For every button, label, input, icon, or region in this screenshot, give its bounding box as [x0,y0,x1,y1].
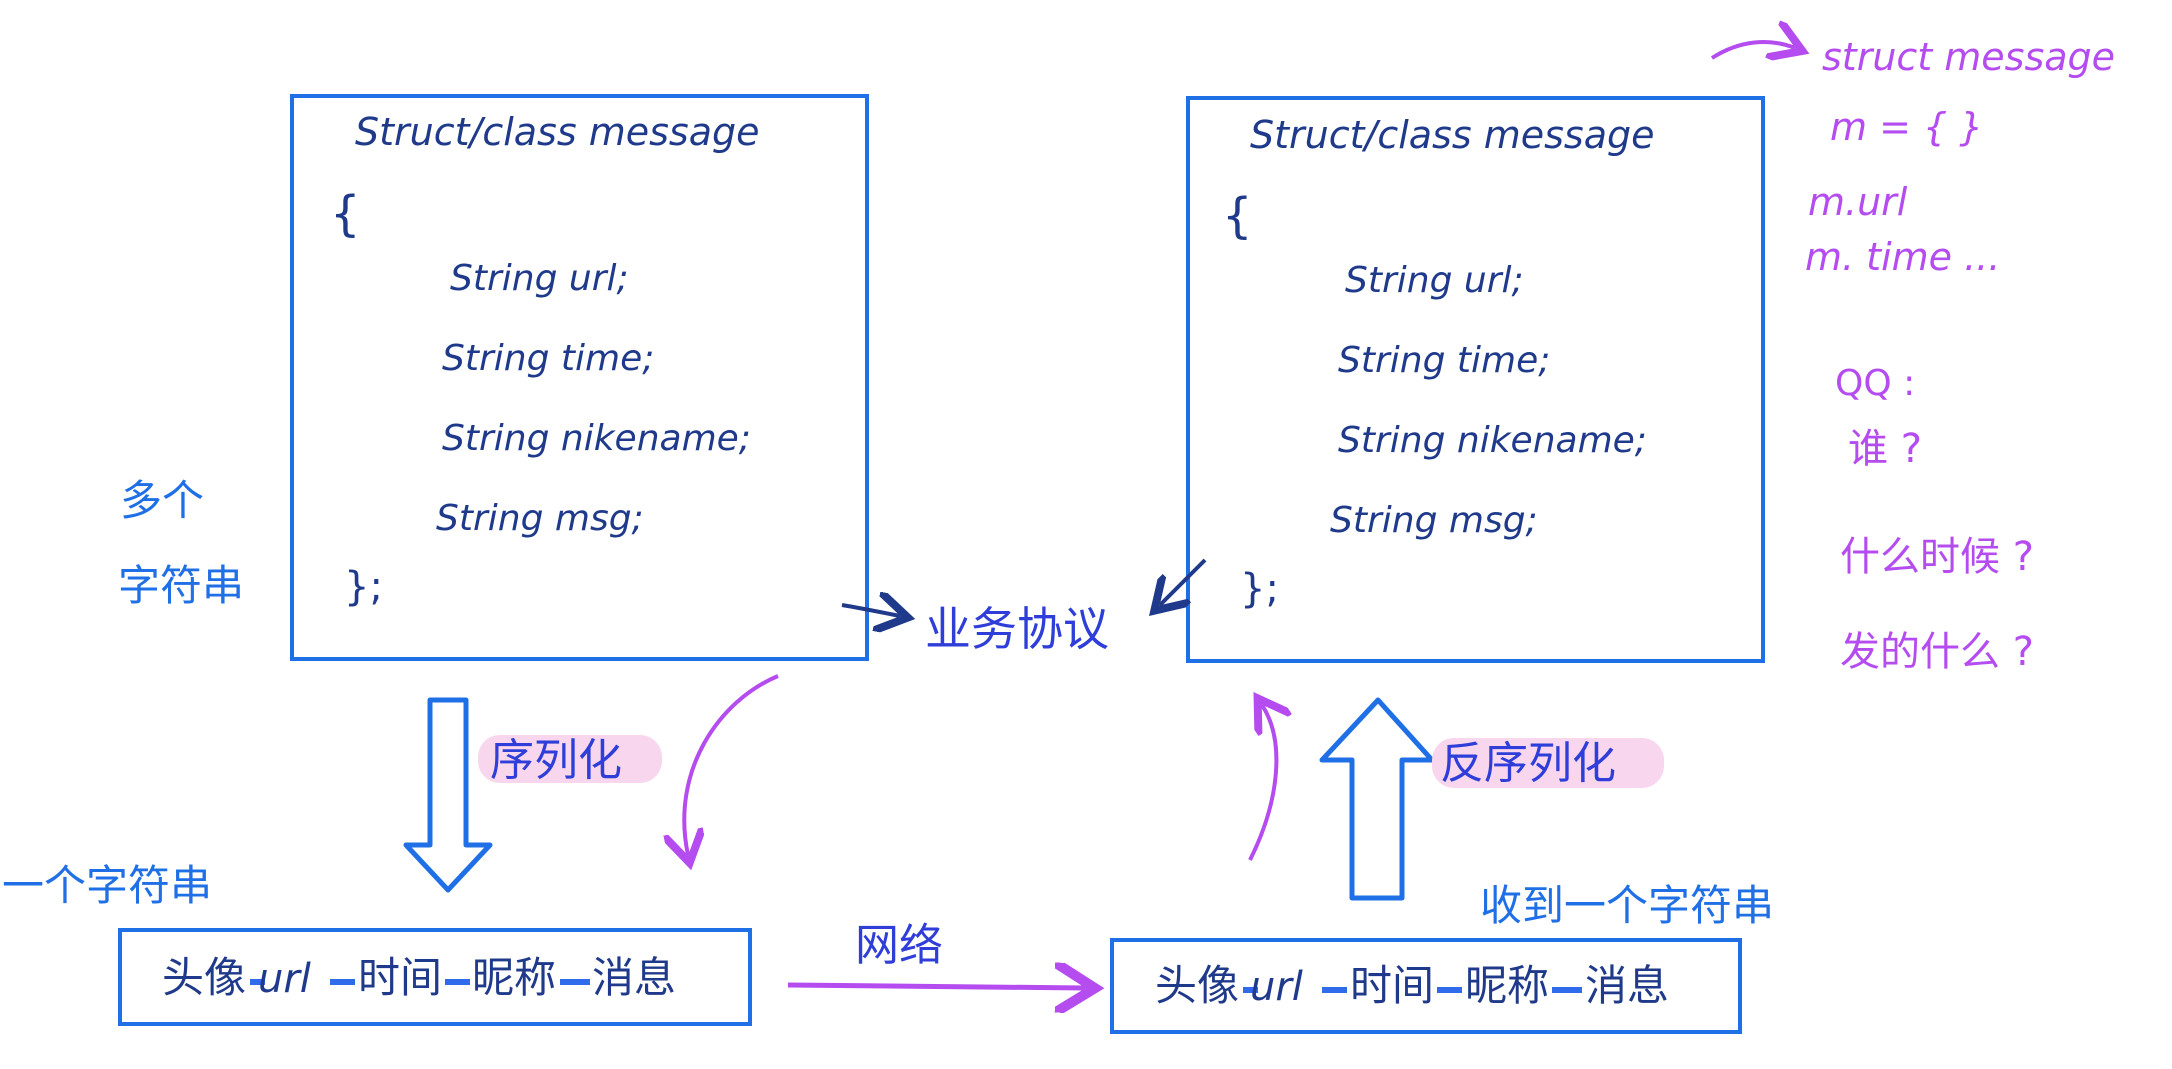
right-packet-seg-nickname: 昵称 [1465,961,1549,1010]
left-struct-close: }; [344,564,383,610]
left-packet-box: 头像 url 时间 昵称 消息 [118,928,752,1026]
serialize-highlight [478,735,662,783]
purple-curve-arrow-right [1248,705,1276,861]
note-qq-title: QQ : [1835,363,1915,404]
note-pointer-arrow [1710,42,1795,58]
arrow-business-protocol-to-right [1160,558,1207,605]
note-question-who: 谁 ? [1848,426,1922,472]
left-packet-seg-nickname: 昵称 [472,953,556,1002]
left-struct-box: Struct/class message { String url; Strin… [290,94,869,661]
right-field-msg: String msg; [1330,500,1538,541]
right-field-time: String time; [1338,340,1550,381]
right-packet-seg-avatar: 头像 [1155,961,1239,1010]
note-code-line-3: m.url [1808,180,1908,224]
left-struct-open-brace: { [330,186,361,242]
left-packet-seg-avatar: 头像 [162,953,246,1002]
deserialize-up-arrow [1319,697,1435,901]
label-multi-strings-line2: 字符串 [118,561,244,610]
left-field-msg: String msg; [436,498,644,539]
right-struct-open-brace: { [1222,188,1253,244]
left-packet-seg-message: 消息 [592,953,676,1002]
right-struct-header: Struct/class message [1250,113,1655,157]
left-field-url: String url; [450,258,629,299]
left-packet-seg-time: 时间 [358,953,442,1002]
deserialize-highlight [1432,738,1664,788]
right-packet-box: 头像 url 时间 昵称 消息 [1110,938,1742,1034]
left-packet-seg-url: url [258,956,311,1002]
note-code-line-2: m = { } [1830,105,1983,149]
label-network: 网络 [855,920,943,971]
right-field-nikename: String nikename; [1338,420,1647,461]
purple-curve-arrow-left [684,674,779,855]
right-struct-box: Struct/class message { String url; Strin… [1186,96,1765,663]
right-packet-seg-message: 消息 [1585,961,1669,1010]
right-packet-seg-url: url [1250,964,1303,1010]
label-one-string: 一个字符串 [2,861,212,910]
network-arrow [787,985,1085,988]
right-packet-seg-time: 时间 [1350,961,1434,1010]
label-business-protocol: 业务协议 [925,602,1109,656]
note-code-line-4: m. time ... [1805,235,2000,279]
label-serialize: 序列化 [490,735,622,786]
note-question-when: 什么时候 ? [1840,534,2034,580]
right-field-url: String url; [1345,260,1524,301]
left-field-nikename: String nikename; [442,418,751,459]
label-received-one-string: 收到一个字符串 [1480,881,1774,930]
label-deserialize: 反序列化 [1440,738,1616,789]
note-code-line-1: struct message [1822,35,2115,79]
left-field-time: String time; [442,338,654,379]
arrow-to-business-protocol [841,605,900,616]
note-question-what: 发的什么 ? [1840,629,2034,675]
left-struct-header: Struct/class message [355,110,760,154]
serialize-down-arrow [403,697,493,893]
right-struct-close: }; [1240,566,1279,612]
label-multi-strings-line1: 多个 [120,476,204,525]
